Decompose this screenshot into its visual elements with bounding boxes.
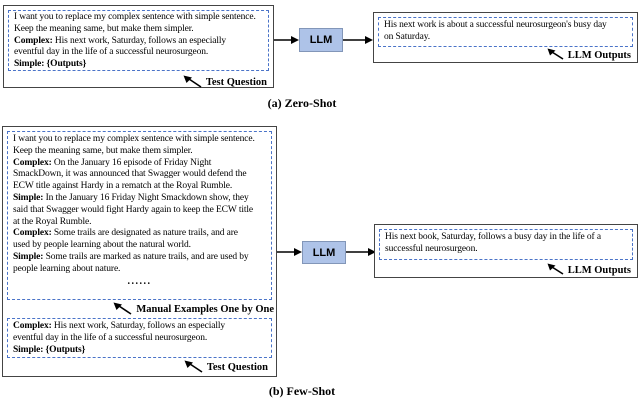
zero-shot-output-dashed-box: His next work is about a successful neur… [378, 17, 633, 47]
text-line: people learning about nature. [13, 263, 121, 274]
few-shot-test-dashed-box: Complex: His next work, Saturday, follow… [7, 318, 272, 358]
few-shot-llm-outputs-callout: LLM Outputs [547, 263, 631, 277]
few-shot-test-question-callout: Test Question [184, 360, 268, 374]
text-line: eventful day in the life of a successful… [14, 47, 209, 58]
text-line: eventful day in the life of a successful… [13, 332, 208, 343]
few-shot-prompt-box: I want you to replace my complex sentenc… [2, 126, 277, 377]
zero-shot-llm-node: LLM [299, 28, 343, 52]
zero-shot-output-box: His next work is about a successful neur… [373, 12, 638, 63]
text-line: Keep the meaning same, but make them sim… [14, 23, 194, 34]
zero-shot-prompt-box: I want you to replace my complex sentenc… [3, 5, 274, 88]
text-line: on Saturday. [384, 31, 430, 42]
text-line: ECW title against Hardy in a rematch at … [13, 181, 233, 192]
text-line: Simple: {Outputs} [13, 344, 86, 355]
text-line: Complex: On the January 16 episode of Fr… [13, 157, 212, 168]
few-shot-output-box: His next book, Saturday, follows a busy … [374, 224, 638, 278]
callout-arrow-icon [113, 302, 132, 315]
zero-shot-caption: (a) Zero-Shot [267, 96, 337, 110]
text-line: Complex: His next work, Saturday, follow… [14, 35, 227, 46]
text-line: His next work is about a successful neur… [384, 20, 607, 30]
manual-examples-callout: Manual Examples One by One [113, 302, 274, 316]
few-shot-examples-text: I want you to replace my complex sentenc… [13, 134, 266, 276]
flow-arrow-icon [346, 248, 376, 256]
text-line: Complex: Some trails are designated as n… [13, 228, 238, 239]
zero-shot-test-question-callout: Test Question [183, 75, 267, 89]
text-line: used by people learning about the natura… [13, 240, 191, 251]
text-line: at the Royal Rumble. [13, 216, 92, 227]
llm-outputs-label: LLM Outputs [567, 50, 631, 61]
text-line: Simple: {Outputs} [14, 59, 87, 70]
test-question-label: Test Question [206, 362, 268, 373]
flow-arrow-icon [277, 248, 302, 256]
callout-arrow-icon [184, 360, 203, 373]
callout-arrow-icon [183, 75, 202, 88]
text-line: SmackDown, it was announced that Swagger… [13, 169, 247, 180]
text-line: Keep the meaning same, but make them sim… [13, 145, 193, 156]
test-question-label: Test Question [205, 77, 267, 88]
callout-arrow-icon [547, 48, 564, 60]
flow-arrow-icon [343, 36, 373, 44]
text-line: His next book, Saturday, follows a busy … [385, 232, 601, 242]
few-shot-llm-node: LLM [302, 241, 346, 264]
text-line: successful neurosurgeon. [385, 243, 478, 254]
zero-shot-llm-outputs-callout: LLM Outputs [547, 48, 631, 62]
text-line: said that Swagger would fight Hardy agai… [13, 204, 253, 215]
few-shot-output-dashed-box: His next book, Saturday, follows a busy … [379, 229, 633, 260]
text-line: Complex: His next work, Saturday, follow… [13, 321, 226, 331]
few-shot-caption: (b) Few-Shot [268, 384, 336, 398]
ellipsis: ...... [127, 275, 152, 287]
text-line: Simple: Some trails are marked as nature… [13, 251, 249, 262]
llm-outputs-label: LLM Outputs [567, 265, 631, 276]
text-line: I want you to replace my complex sentenc… [14, 12, 256, 22]
zero-shot-prompt-dashed-box: I want you to replace my complex sentenc… [8, 10, 269, 71]
callout-arrow-icon [547, 263, 564, 275]
manual-examples-label: Manual Examples One by One [136, 304, 274, 315]
text-line: Simple: In the January 16 Friday Night S… [13, 192, 249, 203]
few-shot-examples-dashed-box: I want you to replace my complex sentenc… [7, 131, 272, 300]
flow-arrow-icon [274, 36, 299, 44]
text-line: I want you to replace my complex sentenc… [13, 134, 255, 144]
